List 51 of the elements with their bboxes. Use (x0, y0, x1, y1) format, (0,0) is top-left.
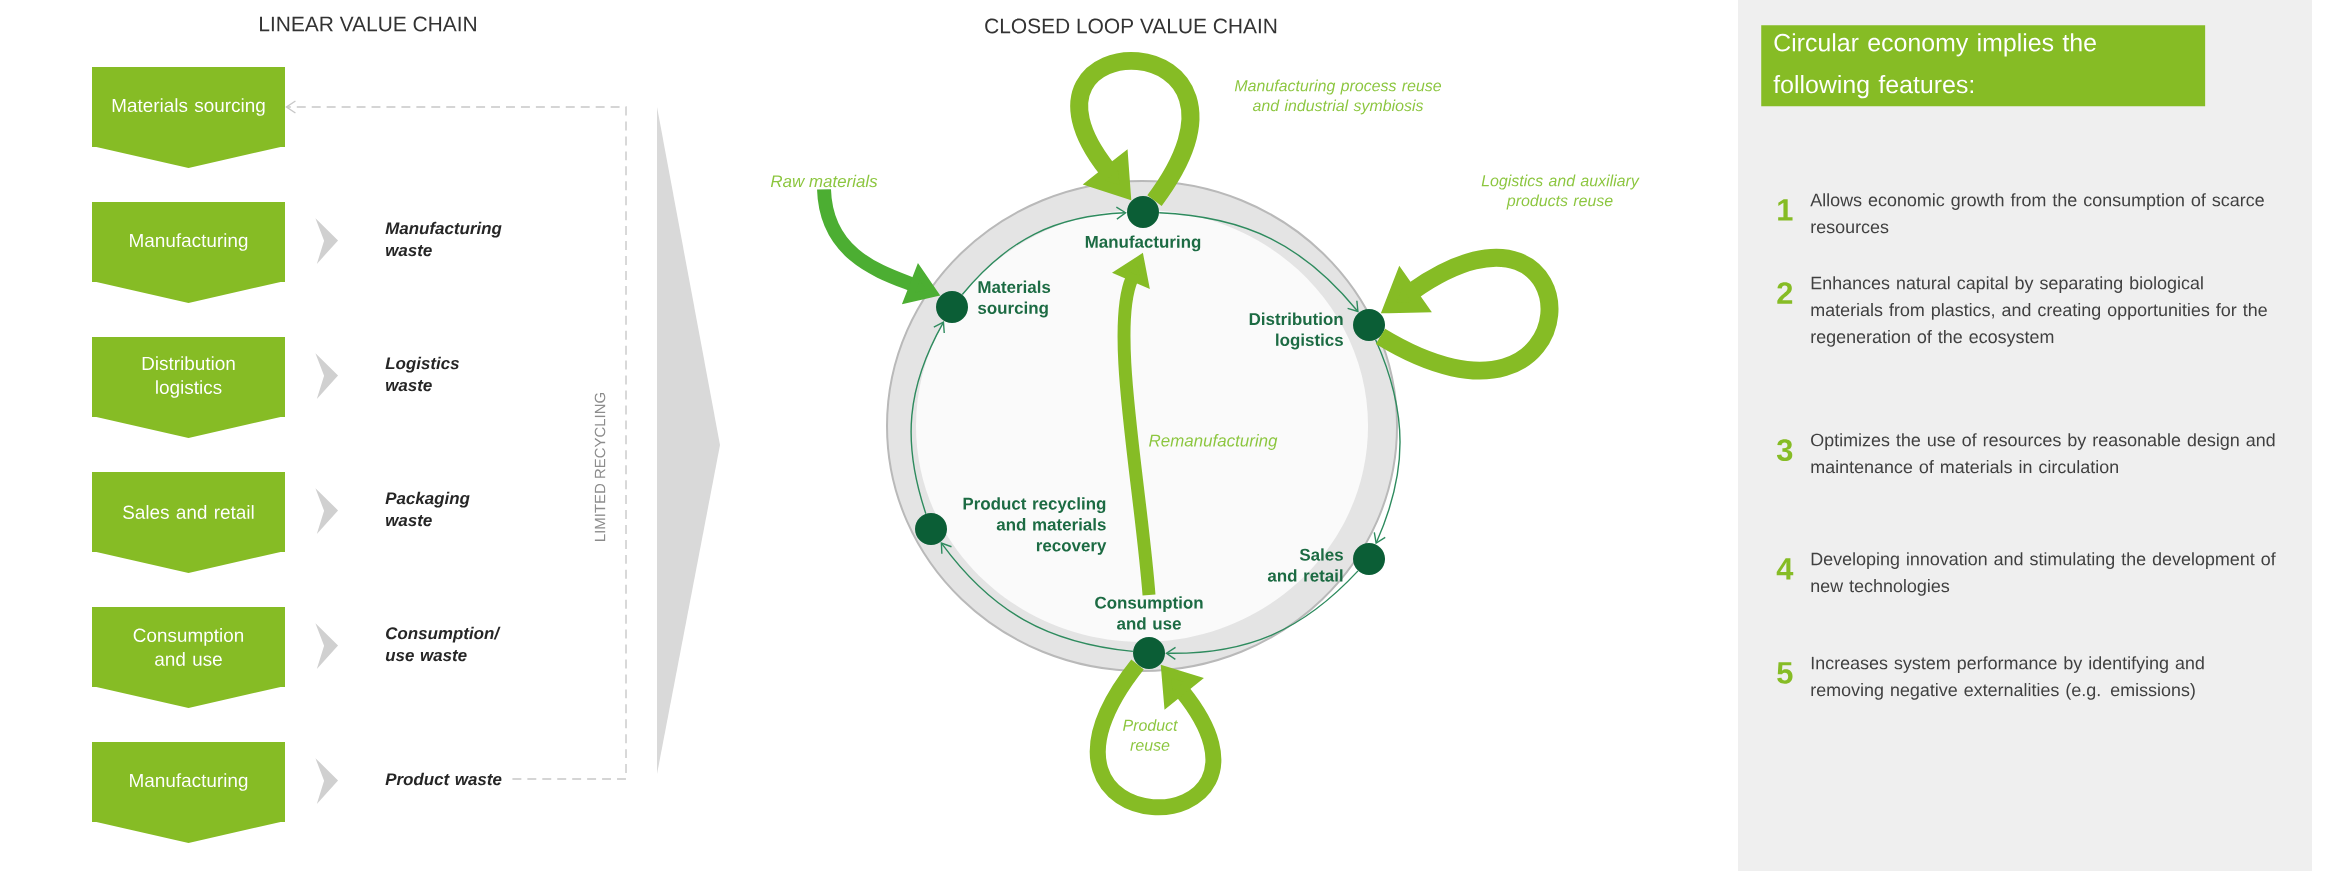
edge-label: Remanufacturing (1149, 434, 1278, 450)
edge-label: Manufacturing process reuse and industrial symbiosis (1234, 79, 1442, 115)
stage-label: Distribution logistics (1249, 312, 1343, 350)
chevron-box: Manufacturing (92, 742, 285, 843)
chevron-arrow (315, 758, 339, 804)
arrow (1158, 212, 1359, 313)
waste-label: Manufacturing waste (385, 221, 502, 257)
section-title: CLOSED LOOP VALUE CHAIN (985, 18, 1277, 34)
waste-label: Product waste (385, 772, 502, 786)
feature-number: 3 (1776, 439, 1793, 462)
stage-label: Sales and retail (1267, 548, 1343, 582)
arrow (1373, 339, 1401, 545)
feature-text: Optimizes the use of resources by reasonable design and maintenance of materials in circulation (1811, 433, 2275, 474)
stage-label: Product recycling and materials recovery (963, 497, 1107, 555)
chevron-arrow (315, 218, 339, 264)
feature-text: Developing innovation and stimulating the development of new technologies (1811, 552, 2276, 596)
waste-label: Packaging waste (385, 491, 470, 527)
edge-label: LIMITED RECYCLING (594, 393, 606, 541)
section-title: LINEAR VALUE CHAIN (260, 16, 476, 32)
flow-label: Raw materials (770, 174, 878, 188)
chevron-arrow (315, 353, 339, 399)
stage-label: Manufacturing (1085, 235, 1201, 252)
arrow (910, 321, 945, 515)
chevron-arrow (315, 488, 339, 534)
waste-label: Logistics waste (385, 356, 459, 392)
chevron-box: Sales and retail (92, 472, 285, 573)
feature-number: 1 (1778, 199, 1793, 221)
arrow (940, 542, 1134, 653)
loop-arrow (1070, 52, 1199, 206)
feature-text: Increases system performance by identifying and removing negative externalities (e.g. emissions) (1811, 656, 2204, 700)
heading-box: Circular economy implies the following features: (1761, 25, 2206, 107)
edge-label: Logistics and auxiliary products reuse (1481, 174, 1640, 210)
chevron-arrow (315, 623, 339, 669)
chevron-box: Materials sourcing (92, 67, 285, 168)
loop-arrow (1090, 660, 1222, 815)
chevron-box: Manufacturing (92, 202, 285, 303)
loop-arrow (1376, 249, 1559, 380)
edge-label: Product reuse (1123, 719, 1179, 751)
dashed-arrow (285, 100, 627, 780)
arrow (961, 206, 1127, 296)
waste-label: Consumption/ use waste (385, 626, 501, 662)
feature-text: Allows economic growth from the consumption of scarce resources (1810, 193, 2264, 234)
chevron-box: Consumption and use (92, 607, 285, 708)
stage-label: Consumption and use (1095, 596, 1203, 630)
feature-number: 2 (1777, 282, 1793, 304)
chevron-box: Distribution logistics (92, 337, 285, 438)
stage-label: Materials sourcing (978, 280, 1051, 318)
feature-number: 4 (1776, 558, 1794, 580)
feature-text: Enhances natural capital by separating biological materials from plastics, and creating opportunities for the regeneration of the ecosystem (1811, 276, 2267, 347)
arrow (1165, 570, 1359, 661)
feature-number: 5 (1777, 662, 1793, 684)
